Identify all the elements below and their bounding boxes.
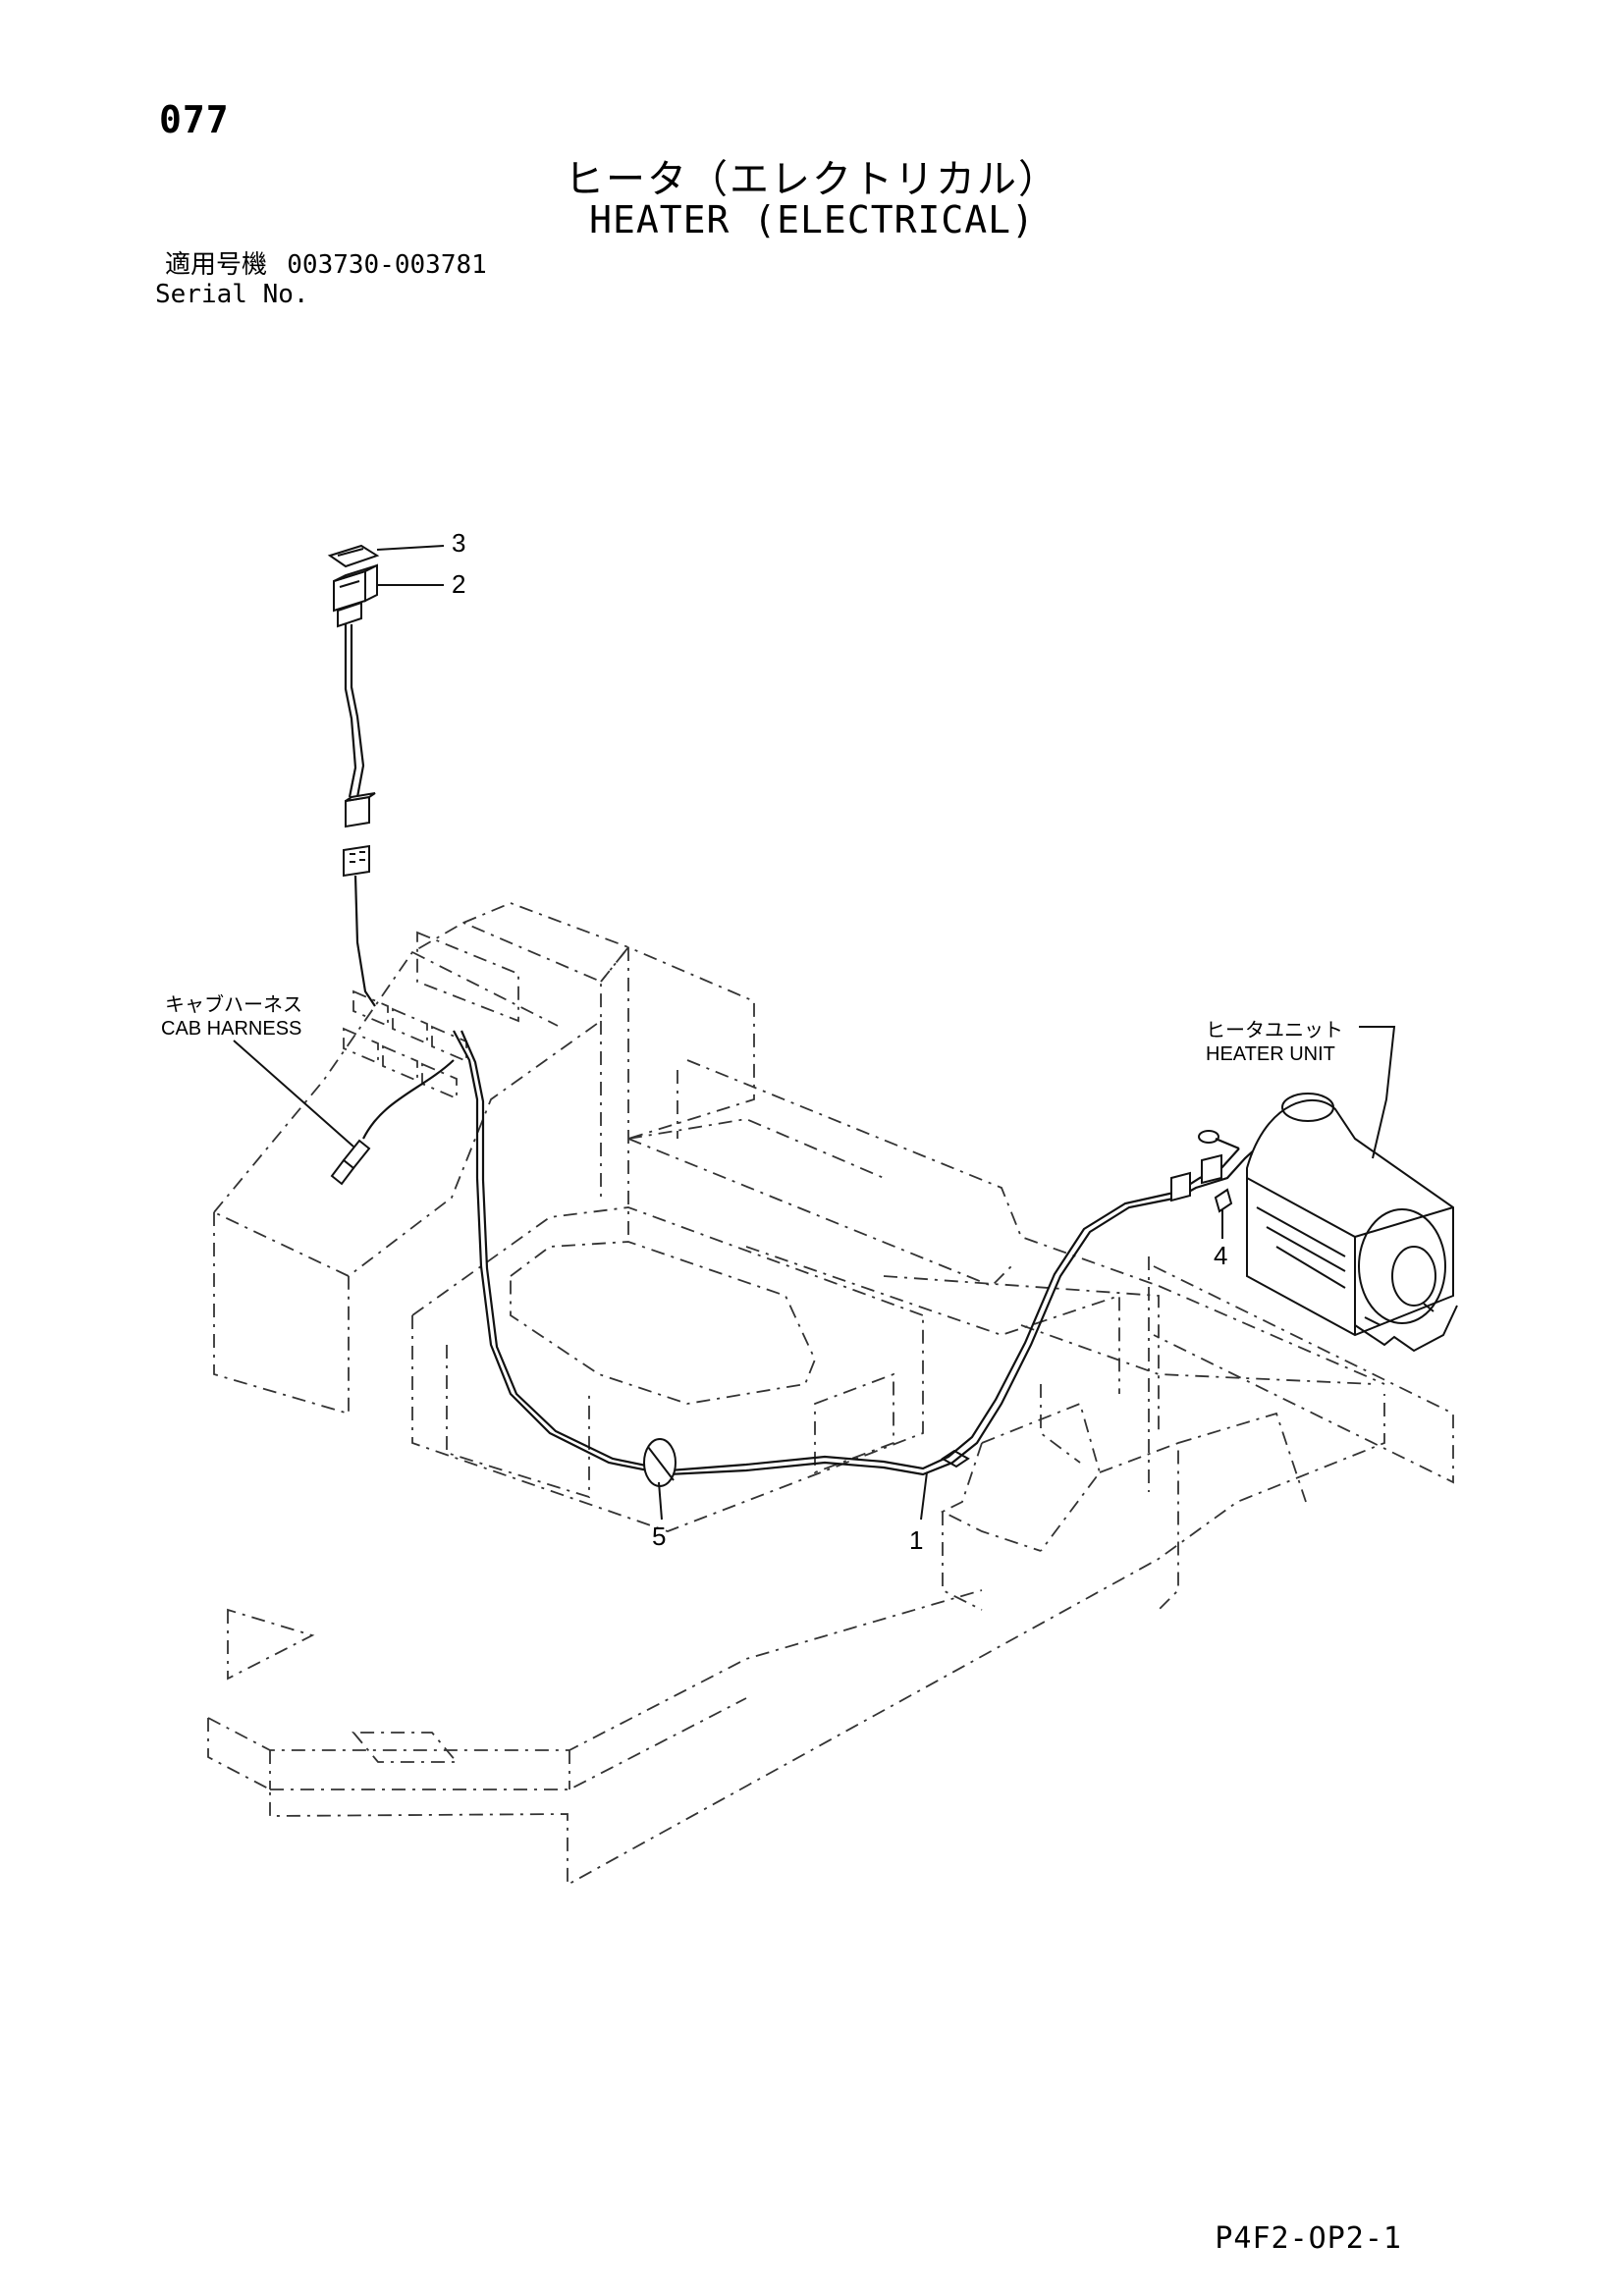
heater-unit-label-jp: ヒータユニット — [1206, 1018, 1343, 1041]
page-number: 077 — [159, 98, 230, 141]
heater-unit-label-en: HEATER UNIT — [1206, 1043, 1335, 1065]
phantom-structure — [207, 902, 1454, 1887]
leader-1 — [920, 1471, 928, 1521]
serial-info: 適用号機 003730-003781 Serial No. — [155, 250, 487, 309]
heater-harness — [330, 1030, 1268, 1487]
callout-4: 4 — [1214, 1241, 1227, 1270]
leader-lines — [233, 545, 1396, 1521]
leader-cab-harness — [233, 1040, 354, 1148]
leader-5 — [658, 1481, 663, 1521]
rocker-line — [339, 580, 360, 588]
switch-connector-top — [345, 792, 376, 802]
switch-base — [337, 601, 362, 628]
switch-harness-wire — [350, 624, 365, 798]
connector-pins — [350, 851, 365, 863]
heater-relay-4 — [1214, 1188, 1233, 1213]
serial-label-japanese: 適用号機 — [165, 250, 268, 280]
heater-unit-fan-inner — [1391, 1246, 1436, 1307]
heater-switch — [327, 544, 380, 1007]
rocker-switch-side — [364, 563, 378, 603]
heater-unit-fins — [1256, 1206, 1346, 1289]
callout-2: 2 — [452, 569, 465, 599]
harness-branch-cab — [362, 1059, 455, 1140]
cab-harness-connector — [343, 844, 370, 878]
heater-unit — [1246, 1093, 1458, 1353]
leader-heater-unit — [1359, 1026, 1396, 1159]
heater-unit-housing — [1246, 1098, 1454, 1337]
heater-unit-duct — [1281, 1093, 1334, 1122]
clamp-band — [647, 1446, 675, 1481]
harness-bracket — [941, 1449, 970, 1468]
switch-label-plate — [327, 544, 380, 568]
callout-5: 5 — [652, 1522, 666, 1551]
heater-connector-a — [1170, 1171, 1191, 1202]
callout-3: 3 — [452, 528, 465, 558]
heater-unit-brackets — [1354, 1305, 1458, 1353]
ground-wire — [1215, 1137, 1240, 1150]
cab-harness-wire-up — [353, 875, 376, 1007]
heater-unit-fan — [1358, 1208, 1446, 1324]
leader-3 — [376, 545, 445, 551]
page-title-japanese: ヒータ（エレクトリカル） — [565, 157, 1059, 202]
page-title-english: HEATER (ELECTRICAL) — [589, 198, 1035, 241]
heater-connector-b — [1201, 1153, 1222, 1185]
cab-harness-label-en: CAB HARNESS — [161, 1018, 301, 1040]
switch-harness-connector — [345, 795, 370, 828]
document-code: P4F2-OP2-1 — [1215, 2221, 1402, 2256]
cab-harness-label-jp: キャブハーネス — [165, 992, 302, 1016]
serial-label-english: Serial No. — [155, 280, 309, 309]
heater-unit-bolts — [1364, 1303, 1435, 1326]
switch-harness-wire-b — [344, 624, 357, 798]
callout-1: 1 — [909, 1525, 923, 1555]
harness-branch-plug — [330, 1158, 355, 1186]
label-plate-line — [337, 548, 364, 557]
serial-range: 003730-003781 — [287, 250, 487, 280]
ground-terminal — [1198, 1130, 1219, 1144]
